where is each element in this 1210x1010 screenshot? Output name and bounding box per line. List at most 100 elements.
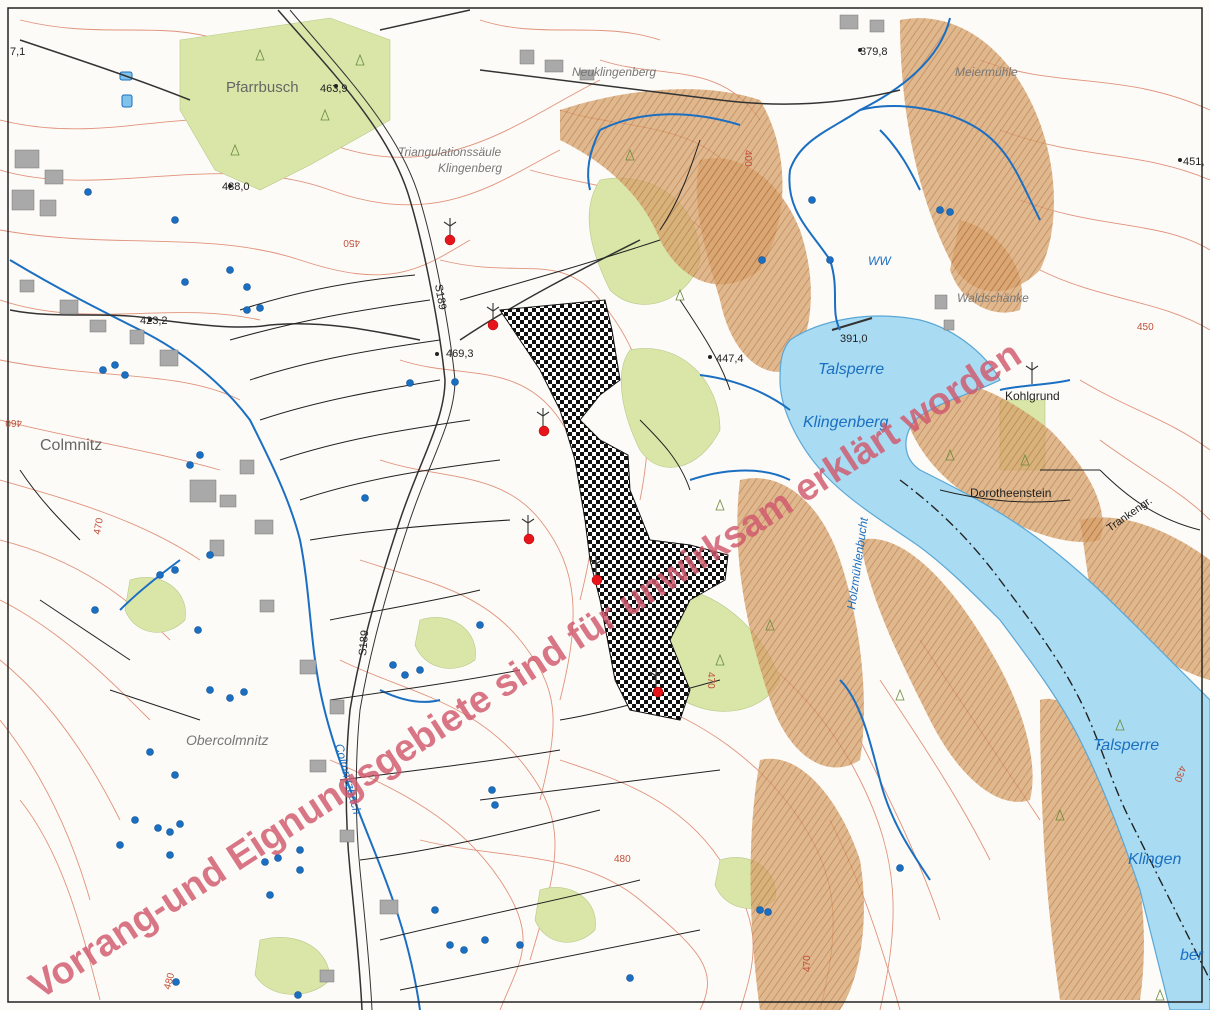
contour-label: 400 [742,150,753,167]
roads [9,9,901,1010]
spring-icon [243,306,251,314]
elevation-label: 438,0 [222,181,250,193]
turbine-marker [487,319,499,331]
spring-icons [84,188,954,999]
wind-turbine-icon [521,515,535,537]
spring-icon [516,941,524,949]
water-labels: Talsperre Klingenberg Talsperre Klingen … [803,361,1204,964]
spring-icon [416,666,424,674]
contour-label: 470 [92,517,106,536]
spring-icon [808,196,816,204]
turbine-markers[interactable] [444,234,664,698]
spring-icon [226,266,234,274]
place-label-triangulation-2: Klingenberg [438,161,502,175]
wind-turbine-icon [536,408,550,430]
spring-icon [296,866,304,874]
spring-icon [758,256,766,264]
spring-icon [626,974,634,982]
road-labels: S189 S189 [357,283,448,656]
place-label-kohlgrund: Kohlgrund [1005,389,1060,403]
stream-weisseritz [788,17,951,331]
elevation-label: 423,2 [140,315,168,327]
place-label-triangulation: Triangulationssäule [398,145,501,159]
spring-icon [936,206,944,214]
spring-icon [99,366,107,374]
wind-turbine-icon [486,303,500,325]
field-paths [19,139,1201,991]
wind-turbine-icon [443,218,457,240]
place-label-waldschaenke: Waldschänke [957,291,1029,305]
place-label-pfarrbusch: Pfarrbusch [226,79,299,96]
tree-icon [715,653,725,666]
wind-turbine-icon [1025,362,1039,384]
water-label-klingenberg-2: Klingen [1128,851,1181,868]
contour-label: 480 [614,854,631,865]
road-label: S189 [432,283,448,310]
spring-icon [186,461,194,469]
wind-turbine-icon [589,556,603,578]
spring-icon [131,816,139,824]
elevation-label: 451, [1183,156,1204,168]
spring-icon [181,278,189,286]
forest-pfarrbusch [179,17,391,191]
spring-icon [460,946,468,954]
turbine-marker [652,686,664,698]
spring-icon [826,256,834,264]
spring-icon [361,494,369,502]
road-s189 [277,9,446,1010]
spring-icon [401,671,409,679]
turbine-marker [523,533,535,545]
spring-icon [121,371,129,379]
spring-icon [196,451,204,459]
elevation-label: 7,1 [10,46,25,58]
spring-icon [488,786,496,794]
contour-labels: 450 460 470 480 480 470 450 430 400 470 [5,150,1188,991]
place-label-dorotheenstein: Dorotheenstein [970,486,1051,500]
priority-area-wind[interactable] [499,299,729,721]
spring-icon [172,978,180,986]
spring-icon [756,906,764,914]
spring-icon [91,606,99,614]
spring-icon [194,626,202,634]
turbine-marker [591,574,603,586]
place-label-muehle: Meiermühle [955,65,1018,79]
tree-icon [945,448,955,461]
spring-icon [476,621,484,629]
spring-icon [176,820,184,828]
place-label-obercolmnitz: Obercolmnitz [186,732,268,748]
settlements [11,14,955,983]
spring-icon [240,688,248,696]
tree-icons [230,48,1165,1001]
spring-icon [266,891,274,899]
spring-icon [166,851,174,859]
wind-turbine-icons [443,218,1039,690]
contour-label: 460 [5,417,22,428]
contour-label: 480 [162,971,177,990]
spring-icon [146,748,154,756]
elevation-labels: 463,9 438,0 423,2 469,3 447,4 379,8 451,… [10,46,1204,365]
spring-icon [256,304,264,312]
contour-label: 470 [705,672,716,689]
spring-icon [431,906,439,914]
elevation-points [148,48,1182,359]
wind-turbine-icon [649,668,663,690]
tree-icon [320,108,330,121]
tree-icon [1020,453,1030,466]
spring-icon [111,361,119,369]
spring-icon [451,378,459,386]
place-label-colmnitz: Colmnitz [40,437,102,454]
spring-icon [946,208,954,216]
place-label-neuklingenberg: Neuklingenberg [572,65,656,79]
boundary-line [899,479,1210,981]
elevation-label: 379,8 [860,46,888,58]
spring-icon [166,828,174,836]
spring-icon [389,661,397,669]
elevation-label: 463,9 [320,83,348,95]
spring-icon [171,566,179,574]
road-label: S189 [357,630,371,657]
spring-icon [206,686,214,694]
spring-icon [243,283,251,291]
spring-icon [406,379,414,387]
